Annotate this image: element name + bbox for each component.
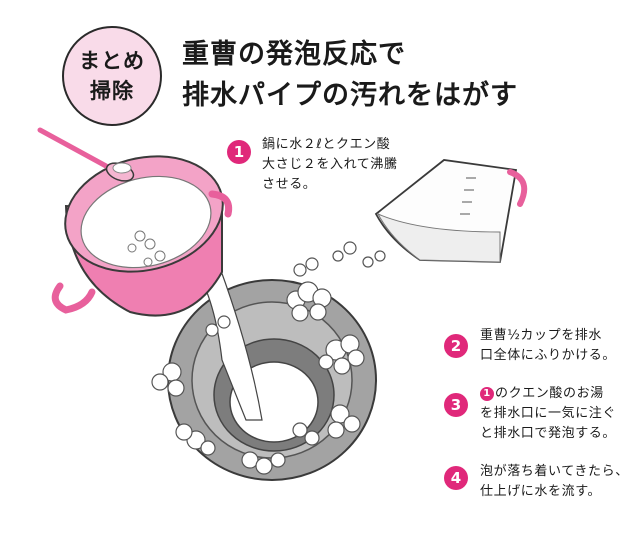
badge-line-2: 掃除: [90, 79, 134, 103]
measuring-cup-icon: [374, 159, 528, 263]
category-badge: まとめ 掃除: [62, 26, 162, 126]
step-3-number: 3: [444, 393, 468, 417]
title-line-2: 排水パイプの汚れをはがす: [182, 80, 518, 111]
step-4-line-2: 仕上げに水を流す。: [480, 484, 602, 499]
page-title: 重曹の発泡反応で 排水パイプの汚れをはがす: [182, 34, 518, 116]
step-1-text: 鍋に水２ℓとクエン酸 大さじ２を入れて沸騰 させる。: [262, 135, 398, 195]
foam-icon: [151, 241, 386, 475]
step-1-line-2: 大さじ２を入れて沸騰: [262, 157, 398, 172]
step-1-line-3: させる。: [262, 177, 317, 192]
step-1-line-1: 鍋に水２ℓとクエン酸: [262, 137, 391, 152]
step-2-line-1: 重曹½カップを排水: [480, 328, 603, 343]
step-3-ref-number: 1: [480, 387, 494, 401]
title-line-1: 重曹の発泡反応で: [182, 39, 406, 70]
step-2-line-2: 口全体にふりかける。: [480, 348, 617, 363]
step-3-line-2: を排水口に一気に注ぐ: [480, 406, 617, 421]
step-3-line-1-rest: のクエン酸のお湯: [495, 386, 604, 401]
step-3-line-3: と排水口で発泡する。: [480, 426, 617, 441]
spoon-icon: [37, 127, 135, 182]
step-4-number: 4: [444, 466, 468, 490]
step-1-number: 1: [227, 140, 251, 164]
step-2-number: 2: [444, 334, 468, 358]
step-2-text: 重曹½カップを排水 口全体にふりかける。: [480, 326, 616, 366]
pot-icon: [51, 155, 233, 317]
step-4-line-1: 泡が落ち着いてきたら、: [480, 464, 629, 479]
step-4-text: 泡が落ち着いてきたら、 仕上げに水を流す。: [480, 462, 629, 502]
badge-line-1: まとめ: [79, 49, 145, 73]
water-stream: [194, 267, 263, 421]
drain-icon: [167, 279, 377, 481]
